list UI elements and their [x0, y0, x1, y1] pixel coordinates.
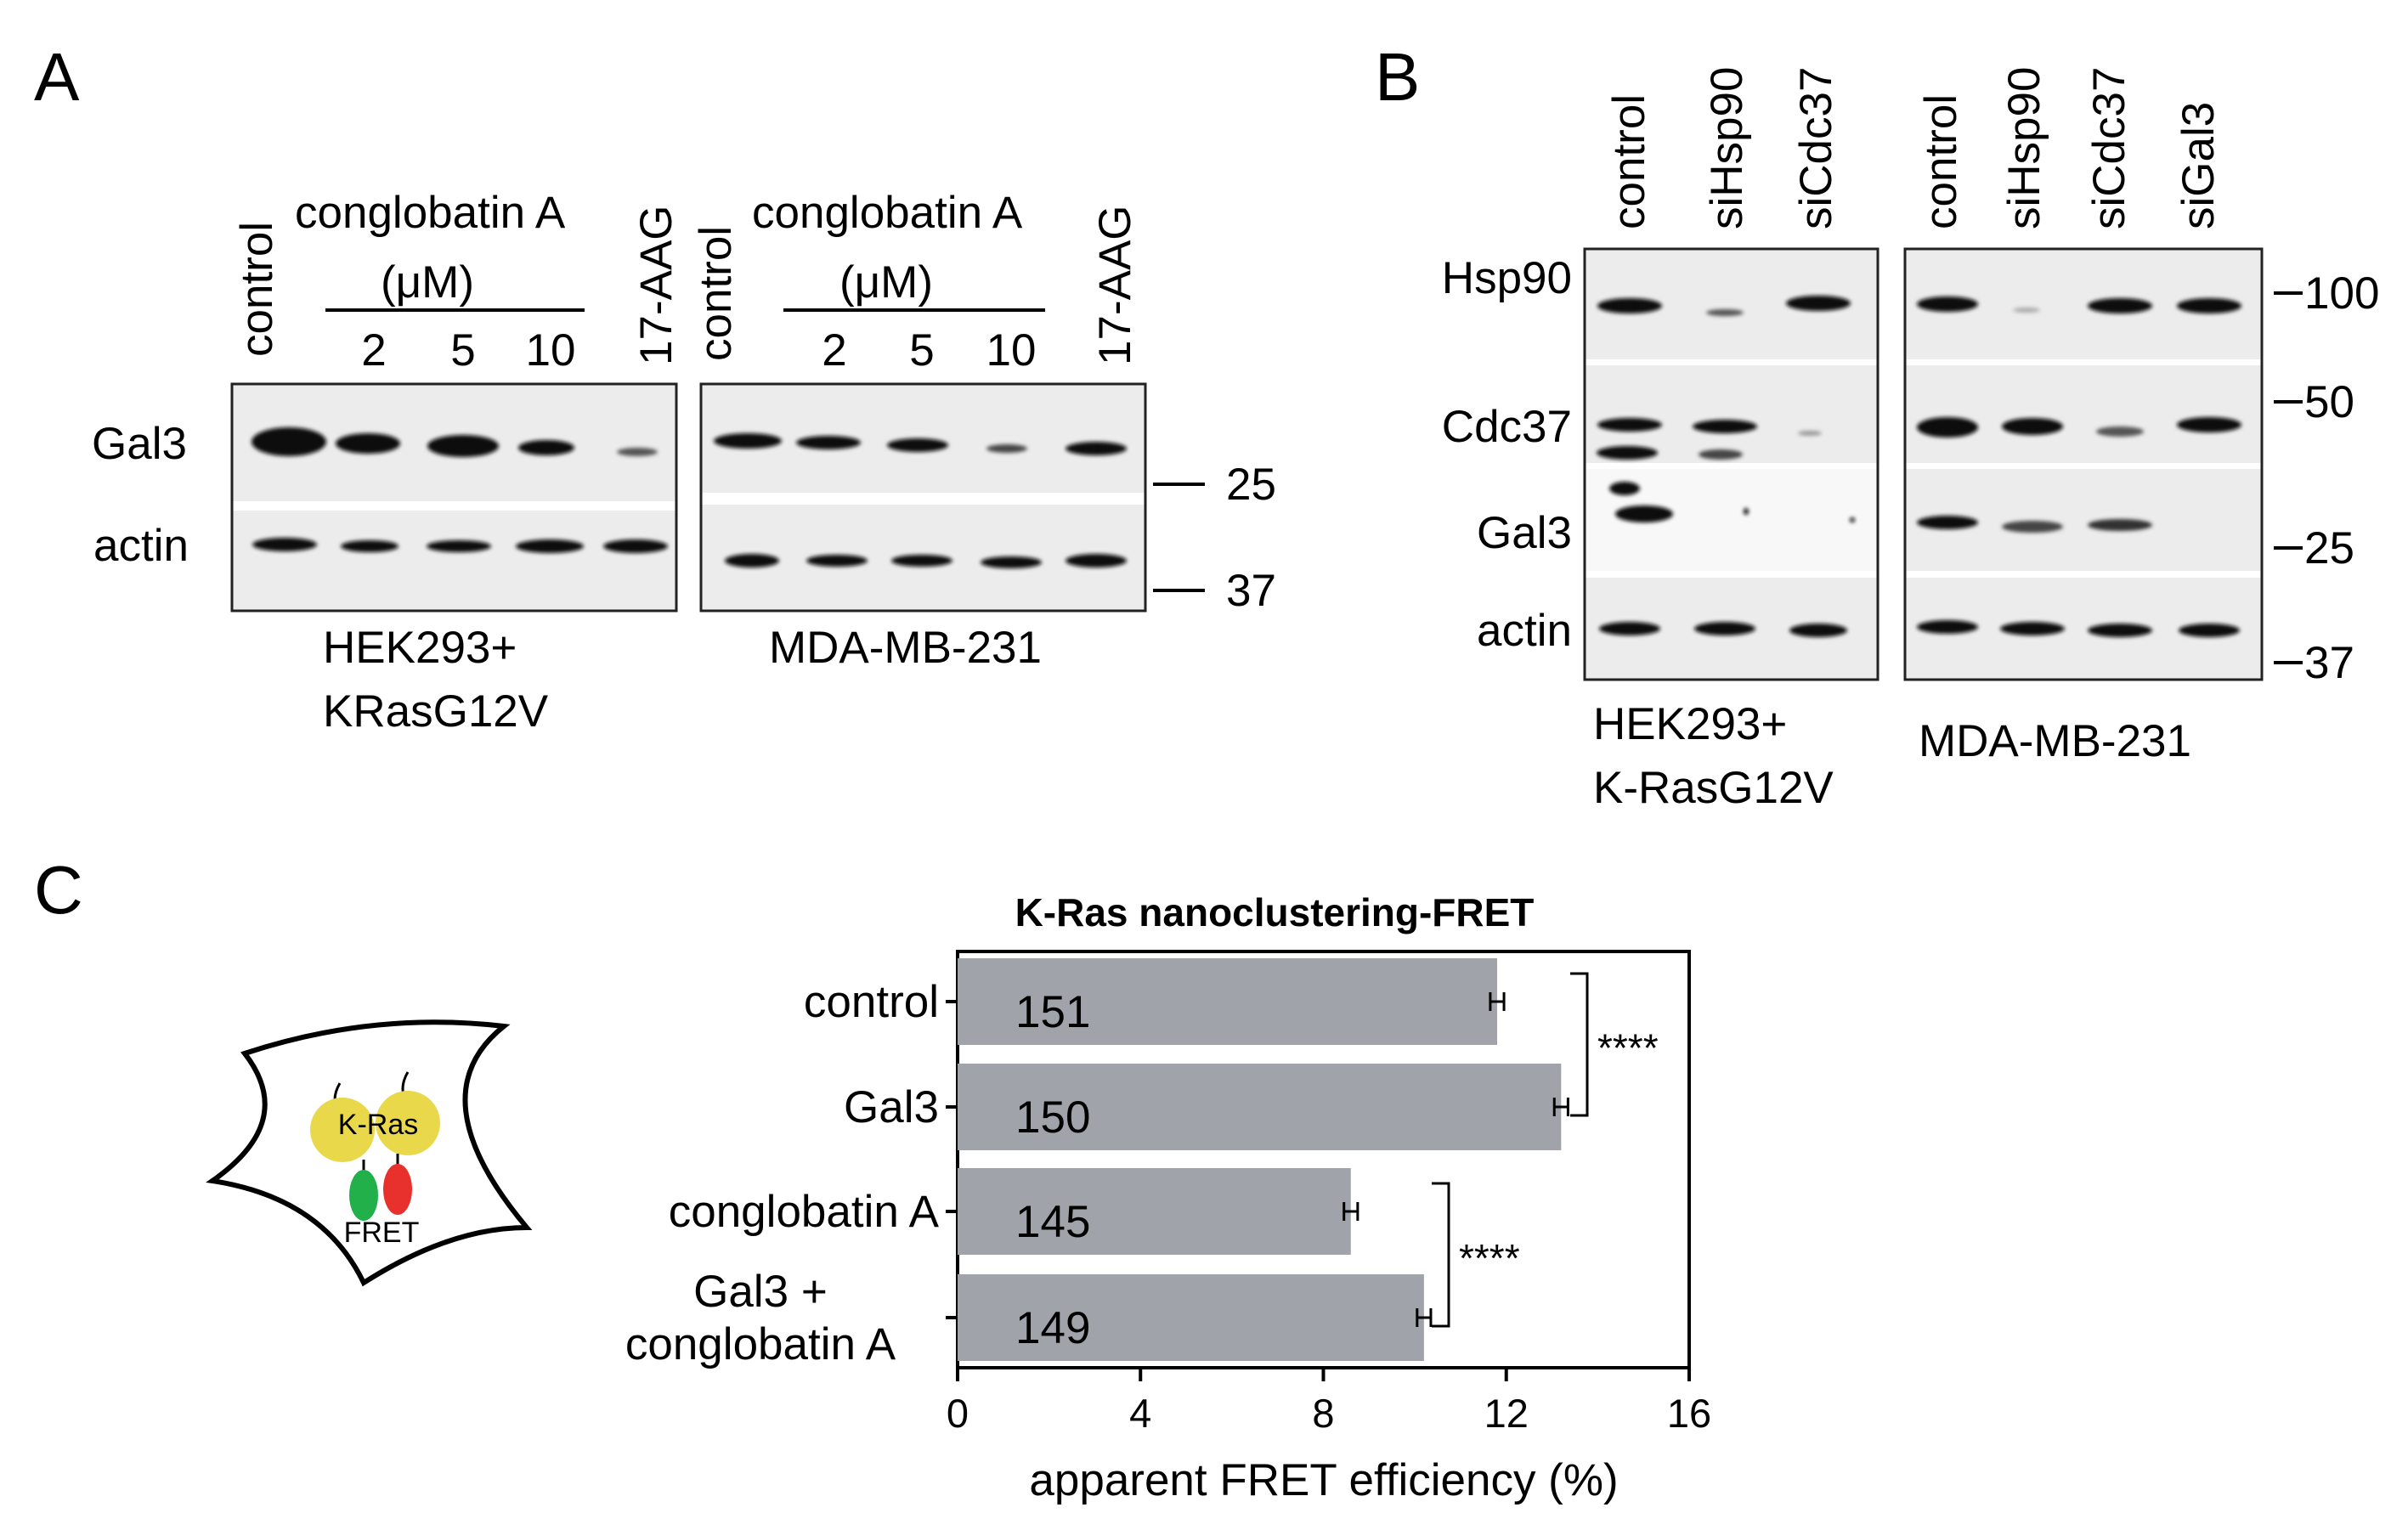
b2-lane-sigal3: siGal3 — [2173, 102, 2224, 229]
a1-unit: (μM) — [381, 257, 474, 308]
x-tick-label: 4 — [1129, 1391, 1151, 1436]
a2-lane-control: control — [691, 226, 741, 361]
b-marker-50: 50 — [2304, 377, 2354, 427]
b1-blot — [1583, 247, 1879, 681]
cell-membrane-outline — [206, 1019, 533, 1287]
bar — [958, 1064, 1562, 1150]
b1-lane-sicdc37: siCdc37 — [1791, 67, 1841, 229]
b2-blot — [1903, 247, 2264, 681]
a1-dose-10: 10 — [526, 325, 576, 375]
chart-x-axis-label: apparent FRET efficiency (%) — [1029, 1455, 1618, 1505]
a-row-actin: actin — [93, 521, 189, 571]
a2-blot — [699, 382, 1147, 613]
n-label: 150 — [1015, 1092, 1090, 1143]
a-marker-25: 25 — [1226, 460, 1276, 510]
significance-label: **** — [1597, 1026, 1659, 1070]
n-label: 149 — [1015, 1303, 1090, 1353]
b1-lane-sihsp90: siHsp90 — [1702, 67, 1752, 229]
a-row-gal3: Gal3 — [92, 419, 187, 469]
significance-bracket — [1570, 972, 1589, 1117]
n-label: 151 — [1015, 987, 1090, 1037]
fret-cartoon: K-Ras FRET — [206, 1019, 533, 1287]
b2-lane-sihsp90: siHsp90 — [1999, 67, 2049, 229]
a-marker-37: 37 — [1226, 566, 1276, 616]
b-row-cdc37: Cdc37 — [1442, 402, 1572, 452]
acceptor-fluorophore — [383, 1164, 412, 1215]
panel-b-letter: B — [1375, 39, 1420, 115]
category-label: control — [804, 977, 939, 1027]
b1-cell-1: HEK293+ — [1593, 699, 1787, 749]
a1-lane-control: control — [232, 222, 282, 357]
b-marker-25: 25 — [2304, 523, 2354, 573]
b-row-hsp90: Hsp90 — [1442, 253, 1572, 303]
b-row-actin: actin — [1477, 606, 1572, 656]
x-tick-label: 8 — [1312, 1391, 1334, 1436]
a2-lane-17aag: 17-AAG — [1090, 205, 1140, 365]
a2-treatment: conglobatin A — [752, 188, 1023, 238]
significance-bracket — [1432, 1182, 1450, 1328]
category-label: conglobatin A — [669, 1187, 940, 1237]
a1-cell-line-1: HEK293+ — [323, 623, 517, 673]
cartoon-kras-label: K-Ras — [338, 1109, 418, 1141]
a2-unit: (μM) — [839, 257, 933, 308]
cartoon-fret-label: FRET — [344, 1217, 420, 1249]
b-marker-37: 37 — [2304, 638, 2354, 688]
x-tick-label: 12 — [1484, 1391, 1529, 1436]
a2-cell-line: MDA-MB-231 — [769, 623, 1042, 673]
bar — [958, 958, 1497, 1045]
panel-c-letter: C — [34, 852, 83, 928]
category-label: Gal3 — [844, 1082, 939, 1132]
x-tick-label: 16 — [1667, 1391, 1711, 1436]
significance-label: **** — [1459, 1236, 1520, 1280]
a1-dose-5: 5 — [450, 325, 475, 375]
a1-blot — [230, 382, 678, 613]
bar — [958, 1274, 1424, 1361]
b-row-gal3: Gal3 — [1477, 508, 1572, 558]
a2-dose-10: 10 — [986, 325, 1037, 375]
chart-title: K-Ras nanoclustering-FRET — [1015, 890, 1535, 934]
a1-dose-2: 2 — [361, 325, 386, 375]
b2-lane-control: control — [1916, 94, 1966, 229]
kras-protein-left — [310, 1098, 375, 1162]
b2-lane-sicdc37: siCdc37 — [2084, 67, 2134, 229]
category-label: conglobatin A — [625, 1319, 896, 1369]
a2-dose-5: 5 — [909, 325, 934, 375]
n-label: 145 — [1015, 1197, 1090, 1247]
b1-cell-2: K-RasG12V — [1593, 763, 1834, 813]
bar — [958, 1168, 1351, 1255]
a1-treatment: conglobatin A — [295, 188, 566, 238]
panel-a-letter: A — [34, 39, 80, 115]
a1-lane-17aag: 17-AAG — [631, 205, 681, 365]
donor-fluorophore — [349, 1170, 378, 1221]
fret-bar-chart: 151 control 150 Gal3 145 conglobatin A 149 Gal3… — [625, 950, 1711, 1436]
a2-dose-2: 2 — [822, 325, 846, 375]
b-marker-100: 100 — [2304, 268, 2379, 319]
category-label: Gal3 + — [693, 1267, 828, 1317]
x-tick-label: 0 — [947, 1391, 969, 1436]
b2-cell: MDA-MB-231 — [1919, 716, 2191, 766]
a1-cell-line-2: KRasG12V — [323, 686, 549, 737]
kras-protein-right — [376, 1091, 440, 1155]
b1-lane-control: control — [1604, 94, 1654, 229]
